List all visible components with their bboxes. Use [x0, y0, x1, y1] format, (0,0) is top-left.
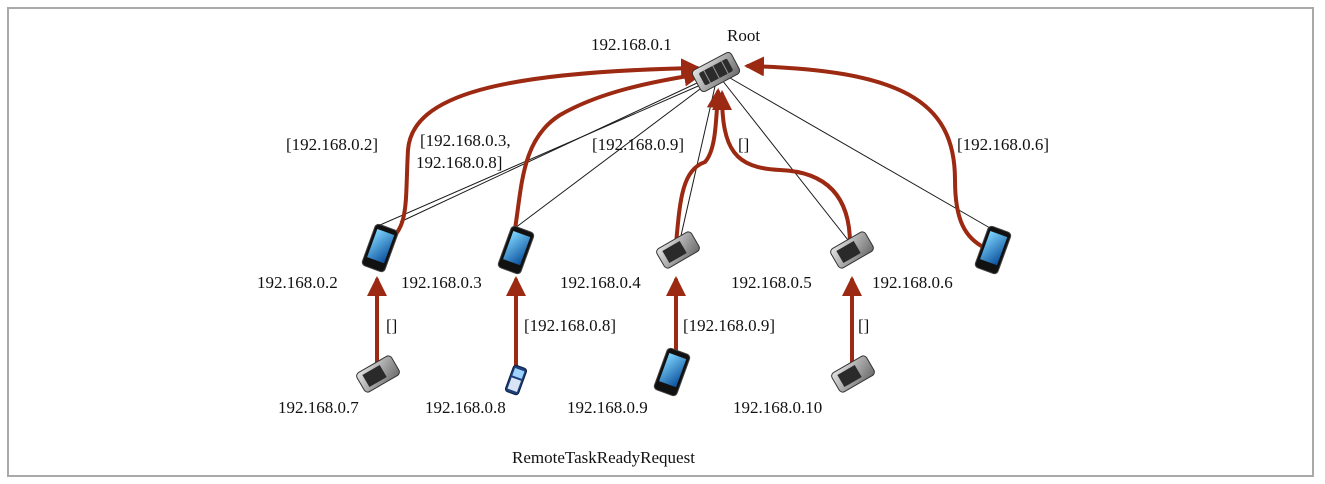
diagram-caption: RemoteTaskReadyRequest [512, 448, 695, 467]
smartphone-icon [830, 231, 874, 269]
node-ip-8: 192.168.0.8 [425, 398, 506, 417]
link-root-2 [379, 79, 713, 226]
link-root-3 [514, 79, 713, 229]
node-ip-5: 192.168.0.5 [731, 273, 812, 292]
node-ip-7: 192.168.0.7 [278, 398, 359, 417]
node-ip-4: 192.168.0.4 [560, 273, 641, 292]
edge-label-8: [192.168.0.8] [524, 316, 616, 335]
link-root-2b [399, 75, 713, 223]
edge-label-2: [192.168.0.2] [286, 135, 378, 154]
arrow-6-to-root [744, 56, 987, 250]
feature-phone-icon [504, 364, 528, 396]
link-root-6 [729, 77, 991, 229]
arrow-2-to-root [383, 58, 701, 245]
link-root-5 [721, 79, 849, 241]
arrow-4-to-root [674, 88, 727, 246]
smartphone-icon [356, 355, 400, 393]
edge-label-4: [192.168.0.9] [592, 135, 684, 154]
node-ip-2: 192.168.0.2 [257, 273, 338, 292]
edge-label-3-line2: 192.168.0.8] [416, 153, 502, 172]
root-ip: 192.168.0.1 [591, 35, 672, 54]
edge-label-9: [192.168.0.9] [683, 316, 775, 335]
smartphone-icon [831, 355, 875, 393]
root-title: Root [727, 26, 760, 45]
edge-label-5: [] [738, 135, 749, 154]
root-router-icon [691, 51, 741, 93]
node-ip-9: 192.168.0.9 [567, 398, 648, 417]
diagram-frame [7, 7, 1314, 477]
edge-label-3-line1: [192.168.0.3, [420, 131, 511, 150]
smartphone-icon [974, 225, 1012, 275]
edge-label-10: [] [858, 316, 869, 335]
lower-arrows [367, 276, 862, 370]
node-ip-6: 192.168.0.6 [872, 273, 953, 292]
mesh-links [379, 75, 991, 241]
upper-arrows [383, 56, 987, 250]
arrow-5-to-root [712, 90, 852, 246]
edge-label-7: [] [386, 316, 397, 335]
smartphone-icon [497, 225, 535, 275]
node-ip-3: 192.168.0.3 [401, 273, 482, 292]
smartphone-icon [656, 231, 700, 269]
link-root-4 [679, 81, 717, 241]
smartphone-icon [361, 223, 399, 273]
edge-label-6: [192.168.0.6] [957, 135, 1049, 154]
arrow-3-to-root [512, 66, 704, 237]
node-ip-10: 192.168.0.10 [733, 398, 822, 417]
smartphone-icon [653, 347, 691, 397]
